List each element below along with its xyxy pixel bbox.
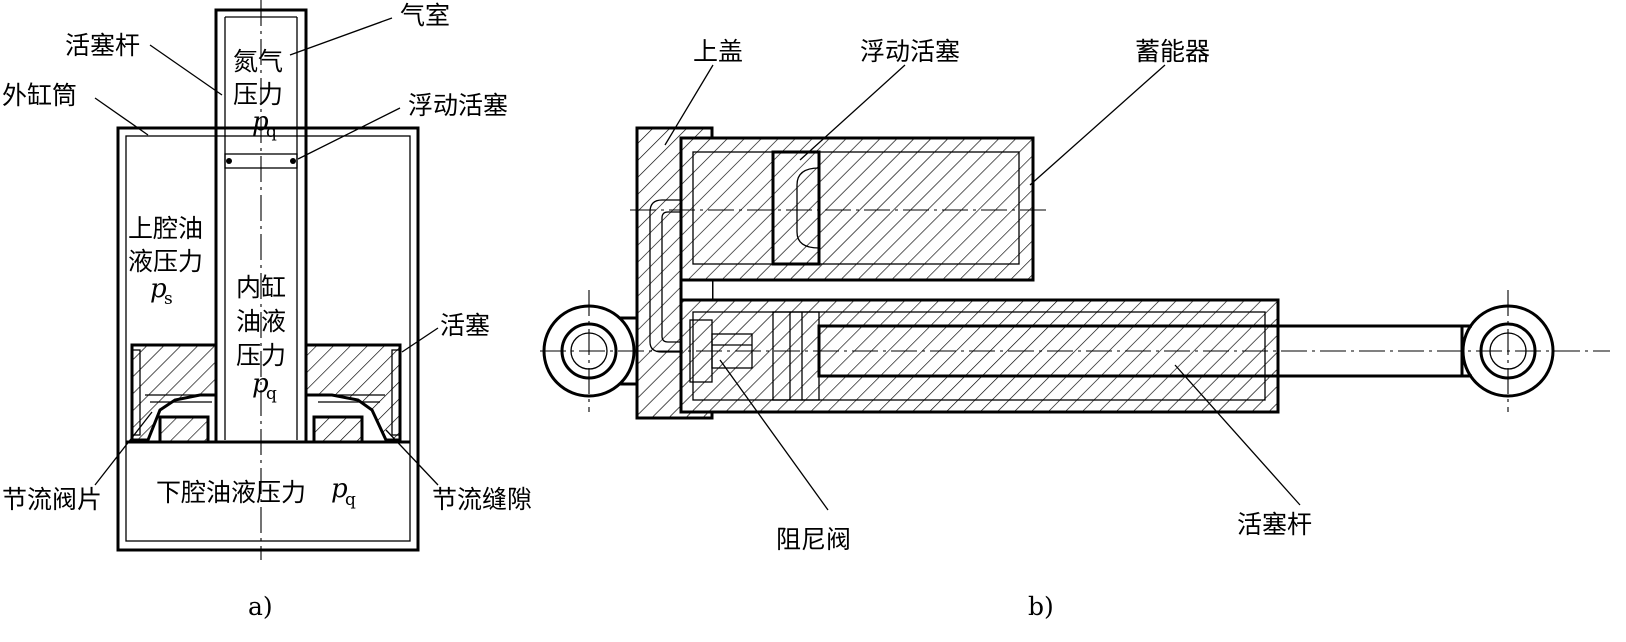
leader-upper-cover	[664, 64, 714, 146]
right-eye-neck	[1462, 324, 1472, 378]
leader-piston-rod-b	[1174, 364, 1301, 506]
label-damping-valve: 阻尼阀	[776, 525, 851, 554]
throttle-gap-right	[391, 349, 401, 436]
leader-floating-piston	[297, 107, 401, 160]
label-floating-piston-a: 浮动活塞	[408, 91, 508, 120]
label-inner-sub: q	[266, 384, 277, 404]
accumulator-shell	[679, 136, 1035, 282]
figure-b: 上盖 浮动活塞 蓄能器 阻尼阀 活塞杆 b)	[540, 37, 1610, 621]
leader-gas-chamber	[289, 17, 393, 56]
leader-floating-piston-b	[799, 64, 906, 161]
label-lower-chamber: 下腔油液压力	[156, 478, 306, 507]
floating-piston-b	[771, 150, 821, 266]
label-nitrogen-line2: 压力	[233, 80, 283, 109]
accumulator-interior	[692, 151, 1020, 265]
leader-damping-valve	[719, 359, 829, 511]
left-eye-neck	[620, 316, 637, 386]
label-lower-symbol: p	[331, 474, 348, 504]
label-piston-rod-a: 活塞杆	[65, 31, 140, 60]
caption-a: a)	[248, 592, 273, 621]
label-piston-rod-b: 活塞杆	[1237, 510, 1312, 539]
seal-left	[226, 158, 232, 164]
label-gas-chamber: 气室	[400, 1, 450, 30]
label-floating-piston-b: 浮动活塞	[860, 37, 960, 66]
seal-right	[290, 158, 296, 164]
label-accumulator: 蓄能器	[1135, 37, 1210, 66]
leader-accumulator	[1029, 64, 1166, 186]
caption-b: b)	[1028, 592, 1054, 621]
label-nitrogen-line1: 氮气	[233, 47, 283, 76]
label-inner-cyl-line3: 压力	[236, 341, 286, 370]
main-cylinder-shell	[679, 298, 1280, 414]
label-upper-chamber-line1: 上腔油	[128, 214, 203, 243]
label-nitrogen-symbol: p	[252, 107, 269, 137]
label-upper-symbol: p	[150, 274, 167, 304]
label-inner-cyl-line2: 油液	[236, 307, 286, 336]
label-nitrogen-sub: q	[266, 122, 277, 142]
piston-left	[130, 343, 218, 442]
label-upper-cover: 上盖	[693, 37, 743, 66]
main-cylinder-interior	[692, 311, 1266, 401]
label-upper-chamber-line2: 液压力	[128, 247, 203, 276]
label-throttle-gap: 节流缝隙	[432, 485, 532, 514]
throttle-valve-plates	[145, 394, 385, 403]
leader-piston-rod	[149, 44, 223, 96]
leader-outer-cylinder	[94, 97, 149, 136]
outer-cylinder-inner-wall	[125, 135, 411, 542]
label-outer-cylinder: 外缸筒	[2, 81, 77, 110]
valve-seat-right	[312, 415, 364, 444]
figure-a: 活塞杆 气室 外缸筒 浮动活塞 氮气 压力 p q 上腔油 液压力 p s 内缸…	[2, 0, 532, 621]
label-lower-sub: q	[345, 490, 356, 510]
leader-throttle-gap	[385, 429, 439, 486]
leader-piston	[401, 327, 439, 353]
throttle-gap-left	[131, 349, 141, 436]
label-throttle-valve: 节流阀片	[2, 485, 102, 514]
label-upper-sub: s	[164, 289, 173, 309]
label-piston-a: 活塞	[440, 311, 490, 340]
label-inner-symbol: p	[252, 369, 269, 399]
label-inner-cyl-line1: 内缸	[236, 273, 286, 302]
leader-throttle-valve	[94, 411, 153, 486]
valve-seat-left	[158, 415, 210, 444]
floating-piston-cup	[796, 167, 820, 249]
oil-channel-inner	[661, 211, 686, 343]
